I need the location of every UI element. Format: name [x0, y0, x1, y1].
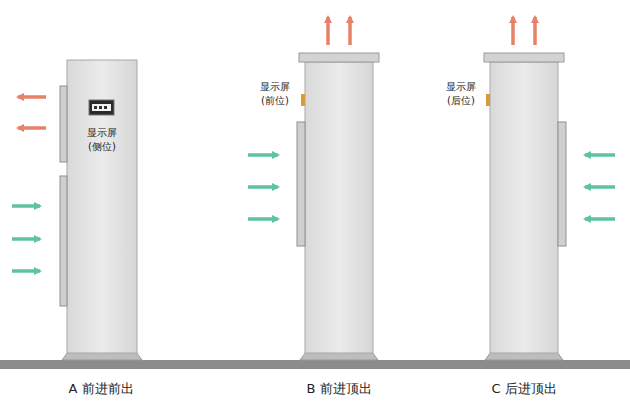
cabinet-c [484, 53, 566, 360]
option-caption: B 前进顶出 [306, 380, 371, 398]
ground [0, 360, 630, 369]
display-label: 显示屏 (前位) [257, 80, 294, 107]
display-label: 显示屏 (后位) [443, 80, 480, 107]
cabinet-a [60, 60, 142, 360]
option-caption: A 前进前出 [68, 380, 133, 398]
display-label: 显示屏 (侧位) [84, 126, 121, 153]
option-caption: C 后进顶出 [491, 380, 556, 398]
airflow-arrows [12, 17, 615, 271]
cabinet-b [297, 53, 379, 360]
